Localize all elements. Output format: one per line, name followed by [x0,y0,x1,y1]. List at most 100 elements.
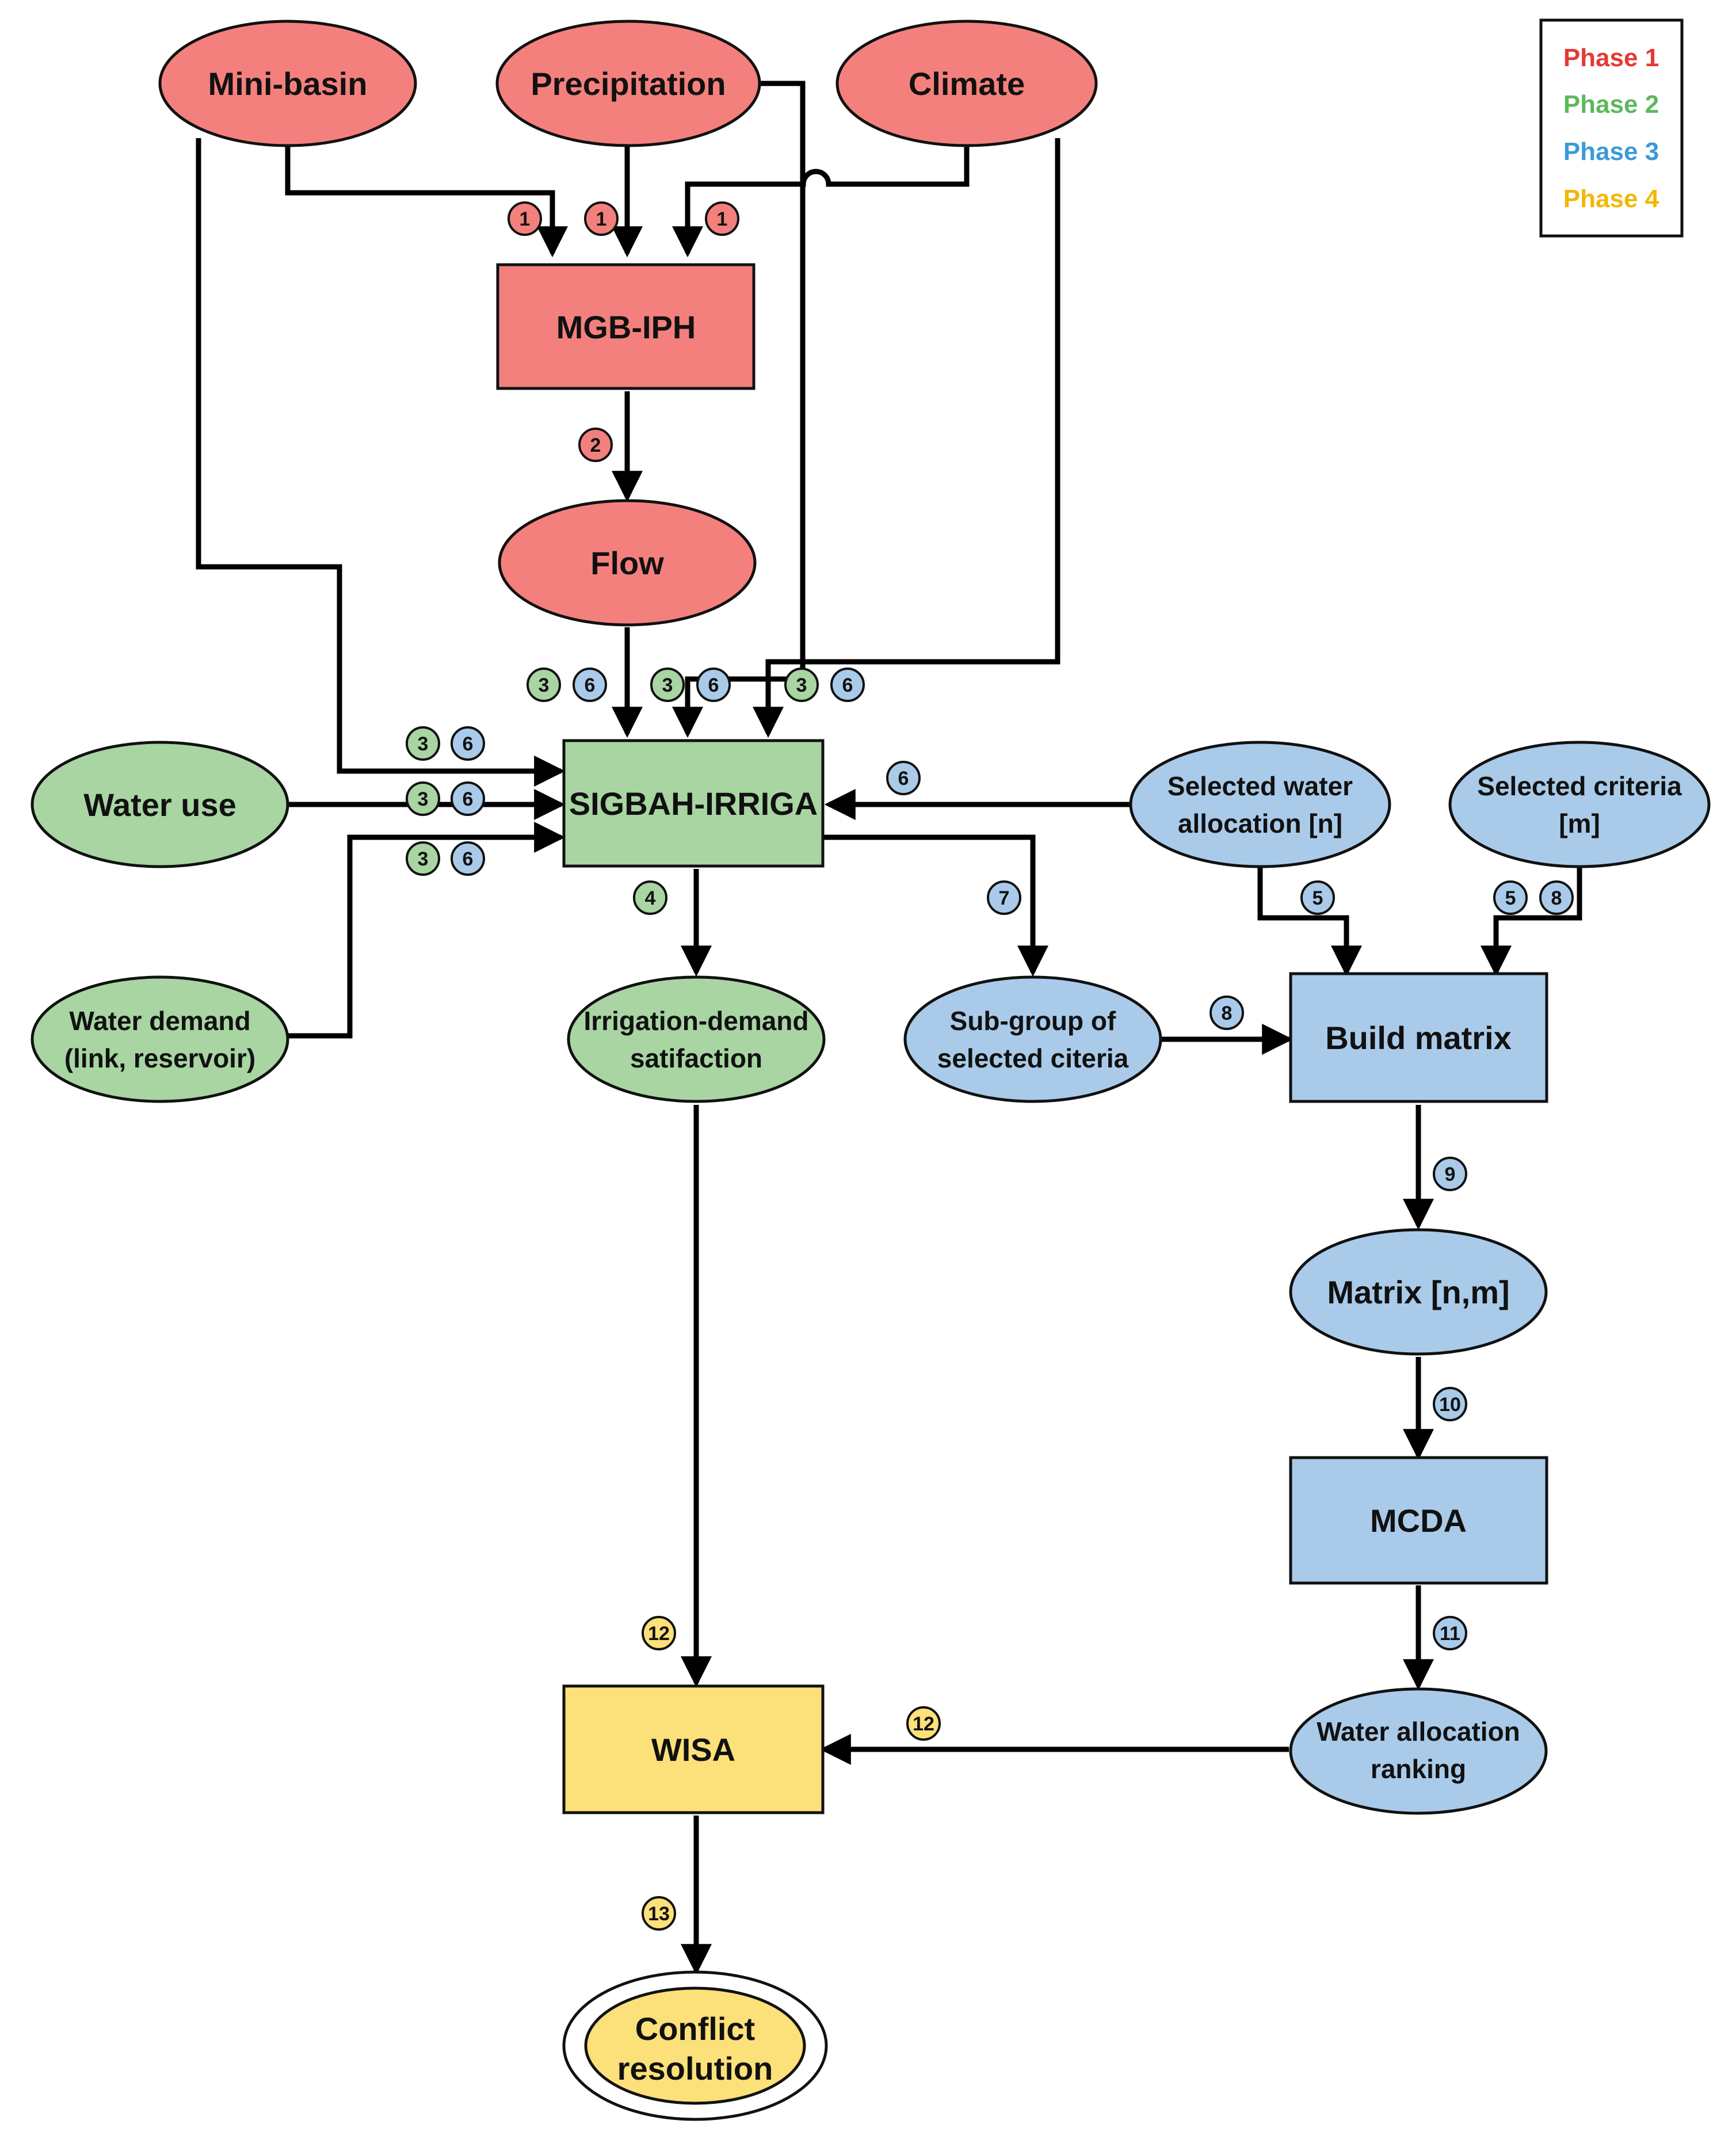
step-badge: 11 [1433,1616,1467,1650]
selected-water-allocation-label-line2: allocation [n] [1178,809,1342,838]
step-badge: 12 [642,1616,676,1650]
step-badge: 1 [508,201,542,236]
step-badge: 9 [1433,1157,1467,1191]
mini-basin-label: Mini-basin [208,66,368,102]
svg-text:12: 12 [648,1623,670,1645]
svg-text:13: 13 [648,1903,670,1925]
node-selected-criteria: Selected criteria [m] [1448,741,1711,868]
edge-selectedcriteria-buildmatrix [1481,866,1582,977]
svg-text:6: 6 [463,848,474,870]
node-precipitation: Precipitation [495,20,761,147]
selected-criteria-label-line1: Selected criteria [1477,771,1682,801]
mini-basin-shape [158,20,417,147]
step-badge: 1 [705,201,739,236]
node-matrix: Matrix [n,m] [1289,1228,1548,1356]
conflict-resolution-shape [584,1986,806,2105]
sub-group-label-line2: selected citeria [937,1043,1129,1073]
build-matrix-label: Build matrix [1325,1020,1512,1056]
step-badge: 6 [451,726,485,761]
irrigation-demand-shape [567,975,826,1103]
legend-phase-3: Phase 3 [1563,138,1659,166]
node-mini-basin: Mini-basin [158,20,417,147]
irrigation-demand-label-line2: satifaction [630,1043,762,1073]
edge-sigbah-subgroup [823,834,1048,977]
node-water-use: Water use [30,741,289,868]
node-climate: Climate [835,20,1098,147]
step-badge: 6 [886,761,921,795]
step-badge: 13 [642,1896,676,1931]
step-badge: 6 [830,668,865,702]
edge-climate-mgb [672,144,970,258]
node-irrigation-demand: Irrigation-demand satifaction [567,975,826,1103]
matrix-shape [1289,1228,1548,1356]
svg-text:2: 2 [590,434,601,456]
node-sigbah-irriga: SIGBAH-IRRIGA [562,739,825,868]
svg-text:3: 3 [662,674,673,696]
node-conflict-resolution: Conflict resolution [562,1970,828,2121]
sigbah-irriga-label: SIGBAH-IRRIGA [569,785,818,822]
water-allocation-ranking-label-line2: ranking [1371,1754,1466,1784]
svg-text:3: 3 [796,674,807,696]
svg-text:6: 6 [585,674,596,696]
svg-text:8: 8 [1551,887,1562,909]
mcda-label: MCDA [1370,1502,1467,1539]
legend: Phase 1 Phase 2 Phase 3 Phase 4 [1539,18,1684,238]
node-water-allocation-ranking: Water allocation ranking [1289,1687,1548,1815]
svg-text:3: 3 [418,733,429,755]
step-badge: 3 [406,781,440,816]
sub-group-shape [903,975,1162,1103]
step-badge: 6 [696,668,731,702]
build-matrix-shape [1289,972,1548,1103]
svg-text:9: 9 [1445,1164,1456,1185]
flow-label: Flow [590,545,664,581]
svg-text:6: 6 [842,674,853,696]
edge-waterdemand-sigbah [262,822,566,1039]
water-demand-shape [30,975,289,1103]
step-badge: 5 [1493,880,1528,915]
node-water-demand: Water demand (link, reservoir) [30,975,289,1103]
step-badge: 3 [650,668,685,702]
sigbah-irriga-shape [562,739,825,868]
wisa-label: WISA [651,1732,735,1768]
svg-text:3: 3 [539,674,550,696]
mgb-iph-shape [496,263,756,390]
irrigation-demand-label-line1: Irrigation-demand [583,1006,808,1036]
water-use-shape [30,741,289,868]
node-flow: Flow [498,499,757,627]
water-demand-label-line1: Water demand [69,1006,250,1036]
svg-text:5: 5 [1313,887,1323,909]
legend-phase-1: Phase 1 [1563,44,1659,72]
svg-text:8: 8 [1222,1002,1233,1024]
conflict-resolution-label-line1: Conflict [635,2011,755,2047]
node-wisa: WISA [562,1684,825,1814]
water-use-label: Water use [83,787,236,823]
selected-criteria-shape [1448,741,1711,868]
edge-minibasin-mgb [285,138,568,258]
svg-text:3: 3 [418,848,429,870]
step-badge: 2 [578,428,613,462]
mcda-shape [1289,1456,1548,1585]
svg-text:6: 6 [463,733,474,755]
edge-selectedallocation-buildmatrix [1257,866,1362,977]
svg-text:1: 1 [717,208,728,230]
svg-text:12: 12 [913,1713,934,1735]
node-mcda: MCDA [1289,1456,1548,1585]
step-badge: 8 [1210,996,1244,1030]
svg-text:6: 6 [708,674,719,696]
svg-text:3: 3 [418,788,429,810]
step-badge: 3 [526,668,561,702]
node-build-matrix: Build matrix [1289,972,1548,1103]
svg-text:5: 5 [1505,887,1516,909]
node-sub-group: Sub-group of selected citeria [903,975,1162,1103]
svg-text:7: 7 [999,887,1010,909]
edge-precipitation-sigbah [672,81,806,738]
step-badge: 5 [1300,880,1335,915]
step-badges: 1 1 1 2 3 6 3 6 3 6 3 6 3 6 3 6 6 4 7 5 … [406,201,1574,1931]
step-badge: 7 [987,880,1021,915]
step-badge: 12 [906,1706,941,1741]
step-badge: 6 [573,668,607,702]
node-selected-water-allocation: Selected water allocation [n] [1129,741,1391,868]
selected-criteria-label-line2: [m] [1559,809,1600,838]
climate-label: Climate [909,66,1025,102]
